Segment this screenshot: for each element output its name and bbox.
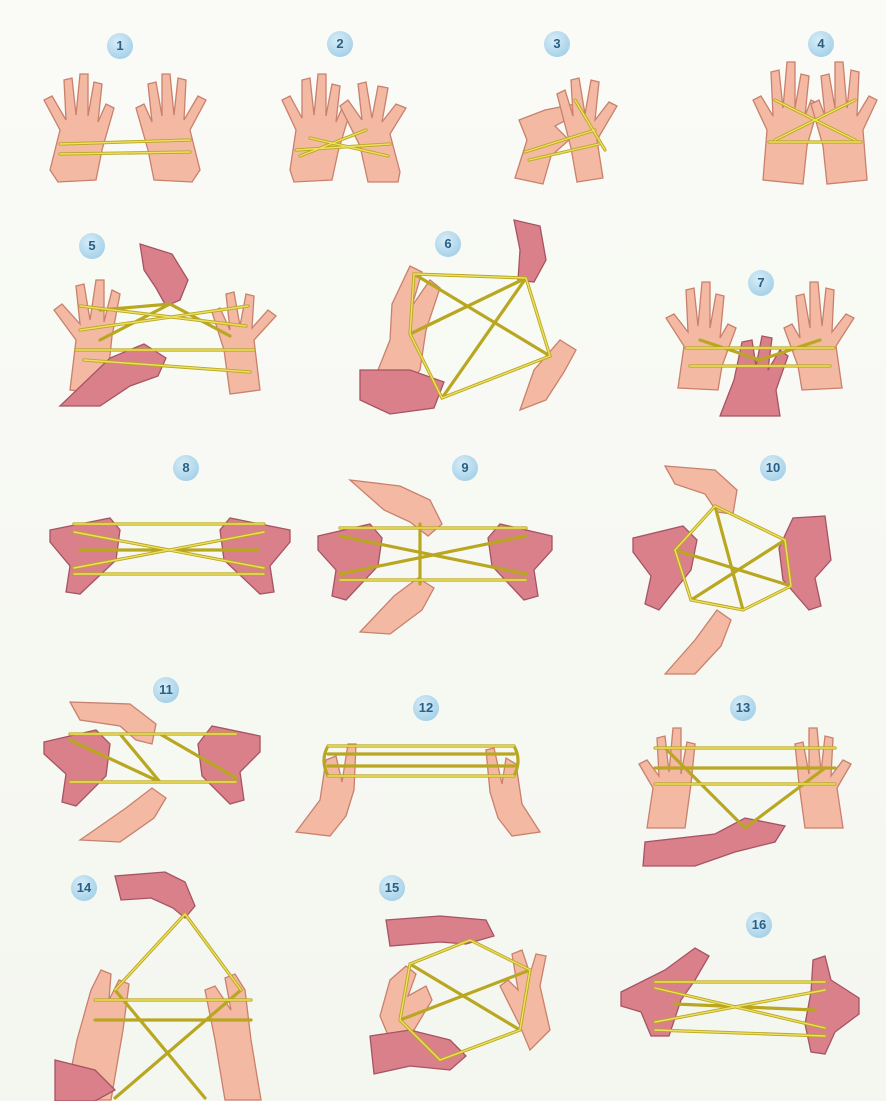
left-hand-icon [282,74,350,182]
step-1-illustration [30,60,220,190]
step-3-illustration [505,60,635,190]
right-hand-icon [198,726,260,804]
right-hand-icon [488,524,552,600]
step-6-illustration [350,220,590,420]
left-hand-icon [318,524,382,600]
step-number-badge-16: 16 [746,912,772,938]
step-number-badge-12: 12 [413,695,439,721]
helper-hand-bottom-icon [360,578,434,634]
step-10-illustration [625,460,845,680]
left-hand-icon [50,518,120,594]
step-number-badge-15: 15 [379,875,405,901]
helper-hand-top-icon [514,220,546,282]
right-hand-icon [220,518,290,594]
step-7-illustration [660,270,860,420]
right-hand-icon [340,82,406,182]
step-8-illustration [40,490,300,610]
right-hand-icon [557,78,617,182]
left-hand-icon [639,728,695,828]
right-hand-icon [136,74,206,182]
step-number-badge-2: 2 [327,31,353,57]
right-hand-icon [805,956,859,1054]
step-15-illustration [370,910,570,1100]
left-hand-icon [621,948,709,1036]
step-number-badge-8: 8 [173,455,199,481]
left-hand-icon [44,730,110,806]
helper-hand-top-icon [115,872,195,918]
right-hand-icon [486,748,540,836]
left-hand-icon [666,282,736,390]
helper-hand-top-icon [140,244,188,306]
step-number-badge-1: 1 [107,33,133,59]
left-hand-icon [44,74,114,182]
right-hand-icon [205,974,261,1100]
step-5-illustration [40,240,290,410]
step-number-badge-3: 3 [544,31,570,57]
step-12-illustration [290,720,550,840]
right-hand-icon [784,282,854,390]
helper-hand-top-icon [665,466,737,514]
step-11-illustration [40,690,270,850]
right-hand-icon [795,728,851,828]
helper-hand-top-icon [386,916,494,946]
step-16-illustration [615,940,865,1070]
step-13-illustration [635,718,855,868]
step-4-illustration [745,50,885,190]
step-2-illustration [270,60,420,190]
step-9-illustration [310,470,560,640]
helper-hand-bottom-icon [80,788,166,842]
step-14-illustration [55,870,275,1101]
left-hand-icon [296,744,356,836]
helper-hand-bottom-icon [665,610,731,674]
left-hand-icon [380,966,432,1040]
